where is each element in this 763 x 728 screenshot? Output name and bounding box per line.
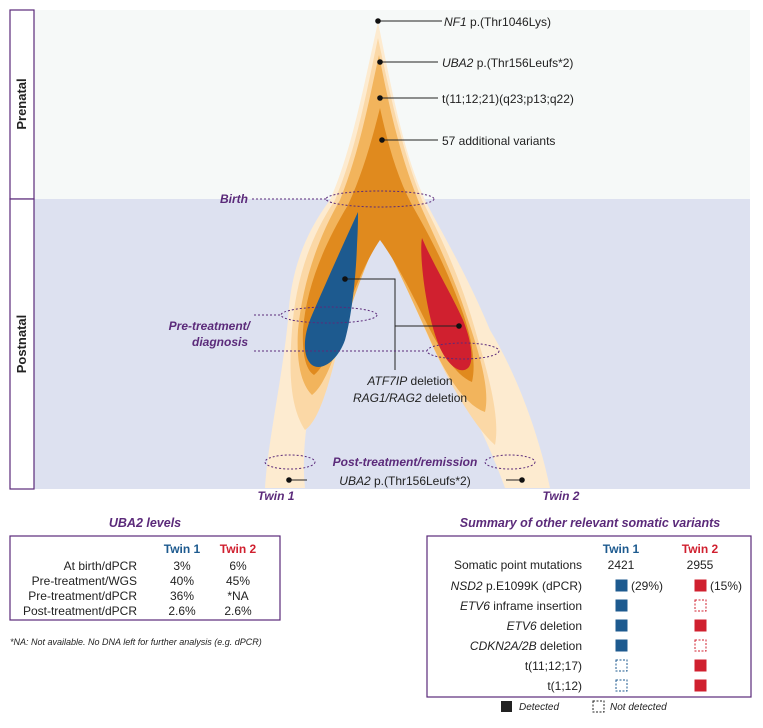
somatic-row-detail: t(11;12;17)	[525, 659, 582, 673]
atf7ip-leader-twin1	[345, 278, 396, 370]
twin1-detected-marker	[615, 599, 628, 612]
legend-detected-label: Detected	[519, 702, 559, 713]
twin2-clone-dot	[456, 323, 462, 329]
twin1-remission-dot	[286, 477, 292, 483]
twin2-blast-clone	[421, 238, 472, 371]
birth-ellipse	[325, 190, 435, 208]
somatic-row-label: NSD2 p.E1099K (dPCR)	[451, 579, 582, 593]
remission-variant-label: UBA2 p.(Thr156Leufs*2)	[339, 474, 470, 488]
somatic-table-col-twin1: Twin 1	[603, 542, 640, 556]
uba2-row-twin2: 6%	[229, 559, 247, 573]
twin2-not-detected-marker	[694, 599, 707, 612]
uba2-row-label: Post-treatment/dPCR	[23, 604, 137, 618]
event-markers	[252, 190, 536, 470]
twin1-not-detected-marker	[615, 659, 628, 672]
uba2-row-label: At birth/dPCR	[64, 559, 138, 573]
uba2-label: UBA2 p.(Thr156Leufs*2)	[442, 56, 573, 70]
uba2-row-twin1: 2.6%	[168, 604, 196, 618]
twin2-detected-marker	[694, 659, 707, 672]
posttreatment-label: Post-treatment/remission	[333, 455, 478, 469]
twin1-detected-marker	[615, 579, 628, 592]
twin1-not-detected-marker	[615, 679, 628, 692]
rag-label: RAG1/RAG2 deletion	[353, 391, 467, 405]
uba2-table-col-twin2: Twin 2	[220, 542, 257, 556]
uba2-row-twin1: 3%	[173, 559, 191, 573]
atf7ip-label: ATF7IP deletion	[366, 374, 452, 388]
twin1-detected-marker	[615, 639, 628, 652]
somatic-table-title: Summary of other relevant somatic varian…	[460, 516, 721, 530]
somatic-table-box	[426, 535, 752, 698]
uba2-row-twin2: *NA	[227, 589, 248, 603]
nf1-dot	[375, 18, 381, 24]
somatic-table-col-twin2: Twin 2	[682, 542, 719, 556]
uba2-table-box	[9, 535, 281, 621]
variant-dots	[286, 18, 525, 483]
pretreatment-label-line1: Pre-treatment/	[169, 319, 252, 333]
twin2-remission-dot	[519, 477, 525, 483]
twin2-not-detected-marker	[694, 639, 707, 652]
somatic-row-detail: t(1;12)	[547, 679, 582, 693]
twin2-detected-marker	[694, 579, 707, 592]
twin2-remission-ellipse	[484, 454, 536, 470]
postnatal-box	[9, 198, 35, 490]
translocation-label: t(11;12;21)(q23;p13;q22)	[442, 92, 574, 106]
twin1-detected-marker	[615, 619, 628, 632]
postnatal-label: Postnatal	[14, 315, 29, 374]
twin1-remission-ellipse	[264, 454, 316, 470]
twin2-detected-marker	[694, 619, 707, 632]
additional-dot	[379, 137, 385, 143]
twin2-label: Twin 2	[543, 489, 580, 503]
uba2-row-twin2: 2.6%	[224, 604, 252, 618]
variant-callouts	[289, 20, 522, 481]
uba2-table-title: UBA2 levels	[109, 516, 181, 530]
twin2-detected-marker	[694, 679, 707, 692]
somatic-point-label: Somatic point mutations	[454, 558, 582, 572]
somatic-point-twin1: 2421	[608, 558, 635, 572]
somatic-row-label: ETV6 inframe insertion	[460, 599, 582, 613]
somatic-row-detail: deletion	[537, 639, 582, 653]
twin1-blast-clone	[304, 212, 358, 368]
translocation-dot	[377, 95, 383, 101]
somatic-row-gene: CDKN2A/2B	[470, 639, 537, 653]
somatic-row-gene: NSD2	[451, 579, 483, 593]
postnatal-background	[10, 199, 750, 489]
uba2-table-rows: At birth/dPCR 3% 6% Pre-treatment/WGS 40% 45%…	[23, 559, 252, 618]
somatic-row-detail: inframe insertion	[490, 599, 582, 613]
legend-not-detected-swatch	[592, 700, 605, 713]
legend-detected-swatch	[501, 701, 512, 712]
twin1-diagnosis-ellipse	[280, 306, 378, 324]
pretreatment-label-line2: diagnosis	[192, 335, 248, 349]
nf1-label: NF1 p.(Thr1046Lys)	[444, 15, 551, 29]
uba2-row-twin2: 45%	[226, 574, 250, 588]
somatic-row-detail: deletion	[537, 619, 582, 633]
uba2-row-label: Pre-treatment/dPCR	[28, 589, 137, 603]
twin1-vaf-note: (29%)	[631, 579, 663, 593]
twin2-vaf-note: (15%)	[710, 579, 742, 593]
birth-label: Birth	[220, 192, 248, 206]
somatic-row-label: ETV6 deletion	[507, 619, 582, 633]
twin1-label: Twin 1	[258, 489, 295, 503]
uba2-row-label: Pre-treatment/WGS	[32, 574, 137, 588]
uba2-row-twin1: 36%	[170, 589, 194, 603]
prenatal-label: Prenatal	[14, 78, 29, 129]
somatic-point-twin2: 2955	[687, 558, 714, 572]
uba2-row-twin1: 40%	[170, 574, 194, 588]
uba2-dot	[377, 59, 383, 65]
additional-variants-label: 57 additional variants	[442, 134, 555, 148]
twin1-clone-dot	[342, 276, 348, 282]
prenatal-box	[9, 9, 35, 200]
somatic-row-label: CDKN2A/2B deletion	[470, 639, 582, 653]
uba2-table-col-twin1: Twin 1	[164, 542, 201, 556]
somatic-row-label: t(1;12)	[547, 679, 582, 693]
somatic-row-gene: ETV6	[460, 599, 490, 613]
somatic-table-rows: NSD2 p.E1099K (dPCR) (29%) (15%) ETV6 infra…	[451, 579, 742, 693]
somatic-row-detail: p.E1099K (dPCR)	[483, 579, 582, 593]
somatic-row-gene: ETV6	[507, 619, 537, 633]
uba2-footnote: *NA: Not available. No DNA left for furt…	[10, 637, 262, 647]
legend-not-detected-label: Not detected	[610, 702, 667, 713]
somatic-row-label: t(11;12;17)	[525, 659, 582, 673]
